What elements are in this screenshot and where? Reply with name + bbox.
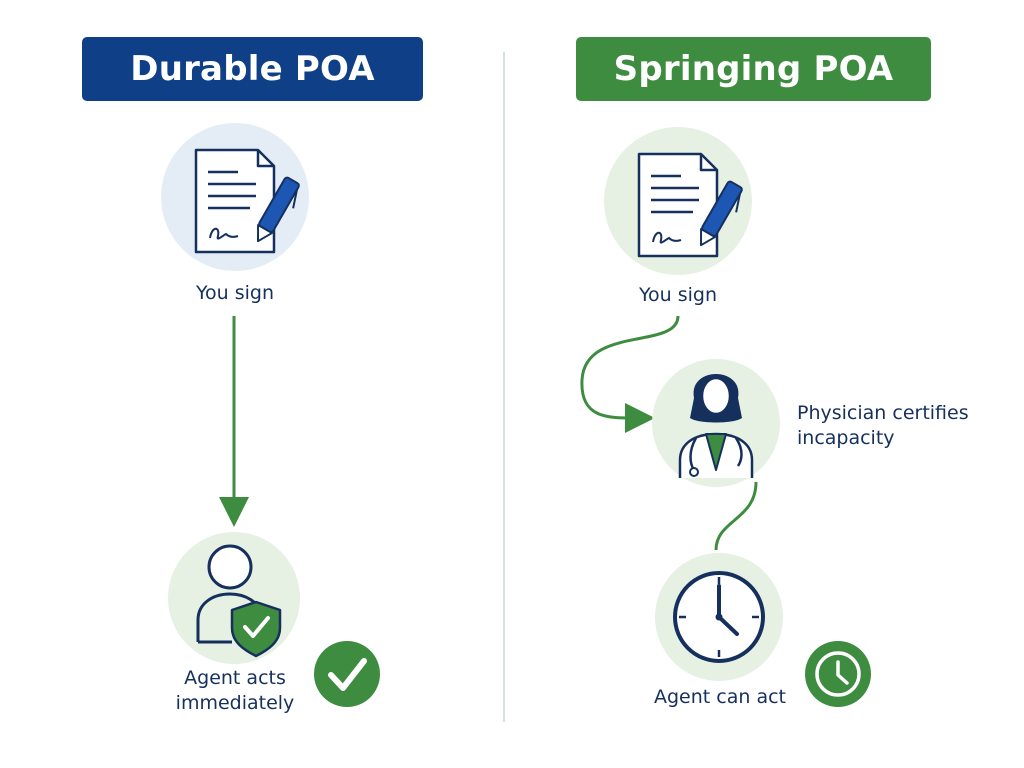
- durable-agent-label: Agent acts immediately: [150, 666, 320, 716]
- springing-connector-to-clock: [714, 481, 758, 551]
- signed-document-icon: [637, 152, 743, 258]
- springing-agent-label: Agent can act: [654, 686, 786, 708]
- durable-poa-header: Durable POA: [82, 37, 423, 101]
- springing-agent-step: [655, 553, 783, 681]
- agent-shield-icon: [196, 544, 282, 658]
- durable-agent-label-line1: Agent acts: [184, 667, 286, 689]
- springing-poa-title: Springing POA: [613, 49, 894, 89]
- durable-sign-label: You sign: [195, 282, 275, 304]
- springing-sign-label: You sign: [638, 284, 718, 306]
- physician-label: Physician certifies incapacity: [797, 401, 997, 451]
- durable-agent-step: [168, 532, 300, 664]
- springing-poa-header: Springing POA: [576, 37, 931, 101]
- springing-arrow-to-physician: [580, 315, 680, 434]
- durable-sign-step: [161, 123, 309, 271]
- physician-icon: [678, 374, 754, 478]
- clock-badge-icon: [805, 641, 871, 707]
- signed-document-icon: [194, 148, 300, 254]
- durable-agent-label-line2: immediately: [175, 692, 295, 714]
- durable-poa-title: Durable POA: [130, 49, 375, 89]
- physician-label-line1: Physician certifies: [797, 402, 969, 424]
- springing-physician-step: [652, 359, 780, 487]
- springing-sign-step: [604, 127, 752, 275]
- clock-icon: [673, 571, 765, 663]
- physician-label-line2: incapacity: [797, 427, 895, 449]
- checkmark-icon: [314, 641, 380, 707]
